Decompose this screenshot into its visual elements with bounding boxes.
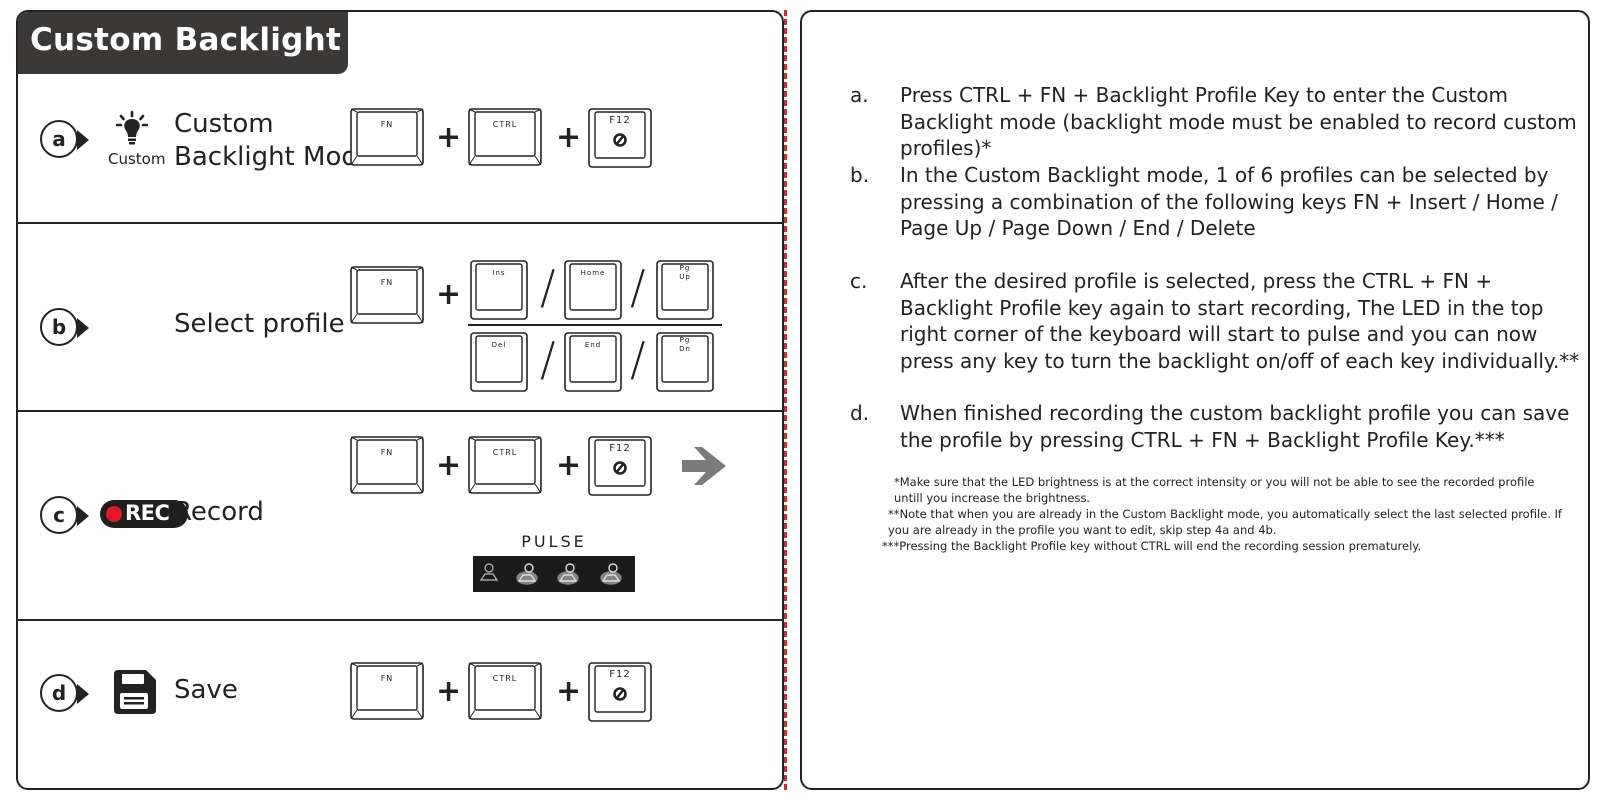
slash-separator: / [630, 264, 646, 310]
key-end-label: End [564, 341, 622, 349]
key-f12-label: F12 [588, 115, 652, 126]
key-fn: FN [350, 662, 424, 720]
pulse-led-strip [473, 556, 635, 592]
footnote: *Make sure that the LED brightness is at… [882, 474, 1562, 506]
pulse-label: Pulse [473, 532, 635, 551]
key-ctrl: CTRL [468, 436, 542, 494]
instruction-letter: b. [850, 162, 890, 189]
footnote: ***Pressing the Backlight Profile key wi… [882, 538, 1562, 554]
key-fn: FN [350, 108, 424, 166]
backlight-profile-icon [601, 564, 621, 584]
row-divider [18, 222, 782, 224]
slash-separator: / [540, 336, 556, 382]
key-page-down: Pg Dn [656, 332, 714, 392]
plus-sign: + [556, 677, 581, 707]
key-f12: F12 [588, 436, 652, 496]
key-fn: FN [350, 266, 424, 324]
key-delete: Del [470, 332, 528, 392]
row-divider [18, 619, 782, 621]
key-ctrl-label: CTRL [468, 120, 542, 129]
plus-sign: + [436, 677, 461, 707]
key-ctrl-label: CTRL [468, 674, 542, 683]
plus-sign: + [556, 451, 581, 481]
key-end: End [564, 332, 622, 392]
key-page-up-label-1: Pg [656, 264, 714, 272]
record-dot-icon [106, 506, 122, 522]
instructions-text-panel: a. Press CTRL + FN + Backlight Profile K… [800, 10, 1590, 790]
step-a-label-line2: Backlight Mode [174, 141, 374, 173]
backlight-profile-icon [481, 564, 497, 580]
instruction-text: When finished recording the custom backl… [900, 400, 1580, 453]
save-floppy-icon [110, 668, 158, 716]
key-page-down-label-1: Pg [656, 336, 714, 344]
section-title-tab: Custom Backlight [18, 12, 348, 74]
slash-separator: / [540, 264, 556, 310]
key-ctrl-label: CTRL [468, 448, 542, 457]
backlight-profile-icon [517, 564, 537, 584]
key-fn-label: FN [350, 278, 424, 287]
plus-sign: + [556, 123, 581, 153]
instruction-letter: c. [850, 268, 890, 295]
key-insert-label: Ins [470, 269, 528, 277]
footnotes: *Make sure that the LED brightness is at… [882, 474, 1562, 554]
step-d-badge: d [40, 674, 78, 712]
key-home-label: Home [564, 269, 622, 277]
instruction-text: Press CTRL + FN + Backlight Profile Key … [900, 82, 1580, 162]
rec-label: REC [125, 501, 169, 525]
key-f12-label: F12 [588, 669, 652, 680]
instruction-letter: d. [850, 400, 890, 427]
key-page-down-label-2: Dn [656, 345, 714, 353]
key-delete-label: Del [470, 341, 528, 349]
row-divider [18, 410, 782, 412]
instruction-text: In the Custom Backlight mode, 1 of 6 pro… [900, 162, 1580, 242]
key-ctrl: CTRL [468, 662, 542, 720]
plus-sign: + [436, 123, 461, 153]
arrow-right-icon [680, 444, 728, 488]
plus-sign: + [436, 451, 461, 481]
section-title: Custom Backlight [30, 22, 341, 58]
footnote: **Note that when you are already in the … [882, 506, 1562, 538]
custom-icon-caption: Custom [108, 150, 165, 168]
key-fn: FN [350, 436, 424, 494]
fraction-bar [468, 324, 722, 326]
step-d-label: Save [174, 674, 238, 706]
key-f12-label: F12 [588, 443, 652, 454]
instructions-diagram-panel: Custom Backlight a Custom Custom Backlig… [16, 10, 784, 790]
key-f12: F12 [588, 108, 652, 168]
backlight-profile-icon [558, 564, 578, 584]
slash-separator: / [630, 336, 646, 382]
step-b-label: Select profile [174, 308, 345, 340]
step-c-badge: c [40, 496, 78, 534]
key-page-up-label-2: Up [656, 273, 714, 281]
key-home: Home [564, 260, 622, 320]
instruction-letter: a. [850, 82, 890, 109]
key-f12: F12 [588, 662, 652, 722]
cut-line-separator [784, 10, 787, 790]
step-a-label-line1: Custom [174, 108, 274, 140]
step-b-badge: b [40, 308, 78, 346]
key-ctrl: CTRL [468, 108, 542, 166]
step-c-label: Record [174, 496, 264, 528]
key-insert: Ins [470, 260, 528, 320]
step-a-badge: a [40, 120, 78, 158]
instruction-text: After the desired profile is selected, p… [900, 268, 1580, 374]
key-fn-label: FN [350, 120, 424, 129]
key-page-up: Pg Up [656, 260, 714, 320]
key-fn-label: FN [350, 448, 424, 457]
key-fn-label: FN [350, 674, 424, 683]
plus-sign: + [436, 280, 461, 310]
lightbulb-icon [114, 110, 150, 146]
